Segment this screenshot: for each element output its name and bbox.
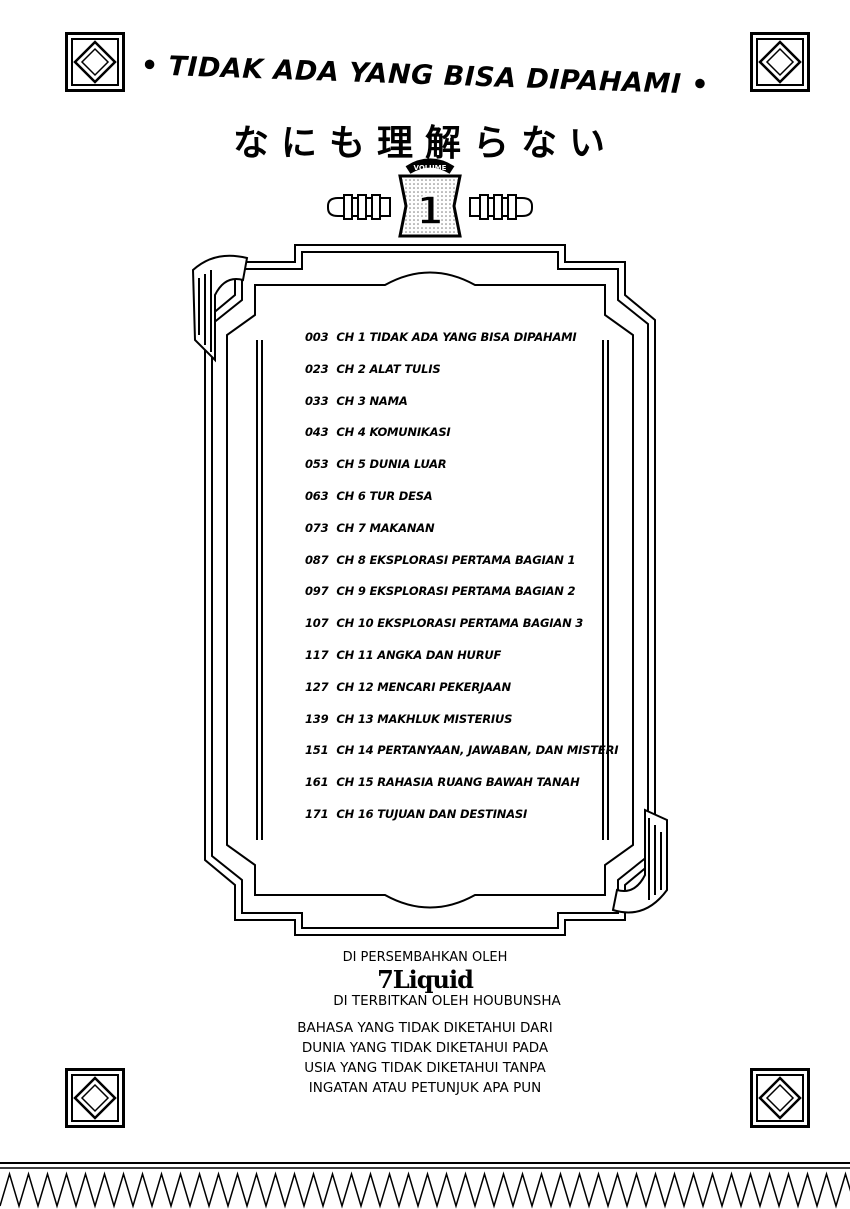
left-wing-icon: [191, 254, 249, 363]
toc-page-number: 107: [305, 616, 329, 631]
toc-entry: 087 CH 8 EKSPLORASI PERTAMA BAGIAN 1: [305, 553, 618, 585]
description: BAHASA YANG TIDAK DIKETAHUI DARI DUNIA Y…: [0, 1018, 850, 1098]
toc-entry: 023 CH 2 ALAT TULIS: [305, 362, 618, 394]
toc-entry: 053 CH 5 DUNIA LUAR: [305, 457, 618, 489]
toc-chapter-title: CH 9 EKSPLORASI PERTAMA BAGIAN 2: [336, 584, 576, 599]
toc-page-number: 127: [305, 679, 329, 694]
toc-entry: 097 CH 9 EKSPLORASI PERTAMA BAGIAN 2: [305, 584, 618, 616]
toc-page-number: 117: [305, 647, 329, 662]
presented-by: DI PERSEMBAHKAN OLEH: [342, 950, 508, 965]
toc-chapter-title: CH 8 EKSPLORASI PERTAMA BAGIAN 1: [336, 552, 576, 567]
description-line: BAHASA YANG TIDAK DIKETAHUI DARI: [297, 1020, 553, 1036]
description-line: INGATAN ATAU PETUNJUK APA PUN: [308, 1080, 542, 1096]
description-line: USIA YANG TIDAK DIKETAHUI TANPA: [304, 1060, 546, 1076]
toc-chapter-title: CH 5 DUNIA LUAR: [336, 457, 447, 472]
toc-entry: 107 CH 10 EKSPLORASI PERTAMA BAGIAN 3: [305, 616, 618, 648]
toc-entry: 063 CH 6 TUR DESA: [305, 489, 618, 521]
toc-entry: 073 CH 7 MAKANAN: [305, 521, 618, 553]
toc-page-number: 033: [305, 393, 329, 408]
toc-entry: 003 CH 1 TIDAK ADA YANG BISA DIPAHAMI: [305, 330, 618, 362]
publisher: DI TERBITKAN OLEH HOUBUNSHA: [333, 993, 561, 1009]
zigzag-border: [0, 1162, 850, 1209]
toc-page-number: 043: [305, 425, 329, 440]
toc-page-number: 139: [305, 711, 329, 726]
toc-page-number: 003: [305, 330, 329, 344]
toc-page-number: 151: [305, 743, 329, 758]
toc-entry: 033 CH 3 NAMA: [305, 394, 618, 426]
right-capsule-icon: [469, 194, 533, 220]
toc-chapter-title: CH 4 KOMUNIKASI: [336, 425, 451, 440]
toc-entry: 161 CH 15 RAHASIA RUANG BAWAH TANAH: [305, 775, 618, 807]
toc-chapter-title: CH 2 ALAT TULIS: [336, 361, 441, 376]
corner-ornament-icon: [65, 1068, 125, 1128]
title-japanese: なにも理解らない: [232, 123, 617, 164]
toc-page-number: 171: [305, 806, 329, 821]
toc-page-number: 053: [305, 457, 329, 472]
left-capsule-icon: [327, 194, 391, 220]
toc-entry: 171 CH 16 TUJUAN DAN DESTINASI: [305, 807, 618, 839]
title-english: • TIDAK ADA YANG BISA DIPAHAMI •: [140, 50, 710, 101]
right-wing-icon: [611, 808, 668, 914]
volume-badge: VOLUME 1: [327, 158, 533, 238]
toc-page-number: 097: [305, 584, 329, 599]
toc-chapter-title: CH 7 MAKANAN: [336, 520, 435, 535]
toc-chapter-title: CH 16 TUJUAN DAN DESTINASI: [336, 806, 528, 821]
toc-entry: 117 CH 11 ANGKA DAN HURUF: [305, 648, 618, 680]
toc-page-number: 063: [305, 488, 329, 503]
toc-chapter-title: CH 12 MENCARI PEKERJAAN: [336, 679, 511, 694]
toc-chapter-title: CH 3 NAMA: [336, 393, 408, 408]
toc-page-number: 087: [305, 552, 329, 567]
toc-chapter-title: CH 11 ANGKA DAN HURUF: [336, 647, 502, 662]
toc-page-number: 073: [305, 520, 329, 535]
corner-ornament-icon: [750, 1068, 810, 1128]
translator-logo: 7Liquid: [377, 965, 474, 994]
toc-chapter-title: CH 14 PERTANYAAN, JAWABAN, DAN MISTERI: [336, 743, 619, 758]
toc-entry: 139 CH 13 MAKHLUK MISTERIUS: [305, 712, 618, 744]
toc-chapter-title: CH 13 MAKHLUK MISTERIUS: [336, 711, 513, 726]
toc-entry: 127 CH 12 MENCARI PEKERJAAN: [305, 680, 618, 712]
toc-entry: 043 CH 4 KOMUNIKASI: [305, 425, 618, 457]
volume-number: 1: [417, 189, 443, 233]
volume-label: VOLUME: [414, 164, 447, 172]
corner-ornament-icon: [65, 32, 125, 92]
toc-page-number: 161: [305, 775, 329, 790]
corner-ornament-icon: [750, 32, 810, 92]
toc-chapter-title: CH 10 EKSPLORASI PERTAMA BAGIAN 3: [336, 616, 584, 631]
description-line: DUNIA YANG TIDAK DIKETAHUI PADA: [301, 1040, 549, 1056]
toc-chapter-title: CH 6 TUR DESA: [336, 488, 433, 503]
toc-entry: 151 CH 14 PERTANYAAN, JAWABAN, DAN MISTER…: [305, 743, 619, 775]
toc-frame: [191, 244, 668, 936]
toc-chapter-title: CH 1 TIDAK ADA YANG BISA DIPAHAMI: [336, 330, 577, 344]
toc-chapter-title: CH 15 RAHASIA RUANG BAWAH TANAH: [336, 775, 580, 790]
toc-page-number: 023: [305, 361, 329, 376]
